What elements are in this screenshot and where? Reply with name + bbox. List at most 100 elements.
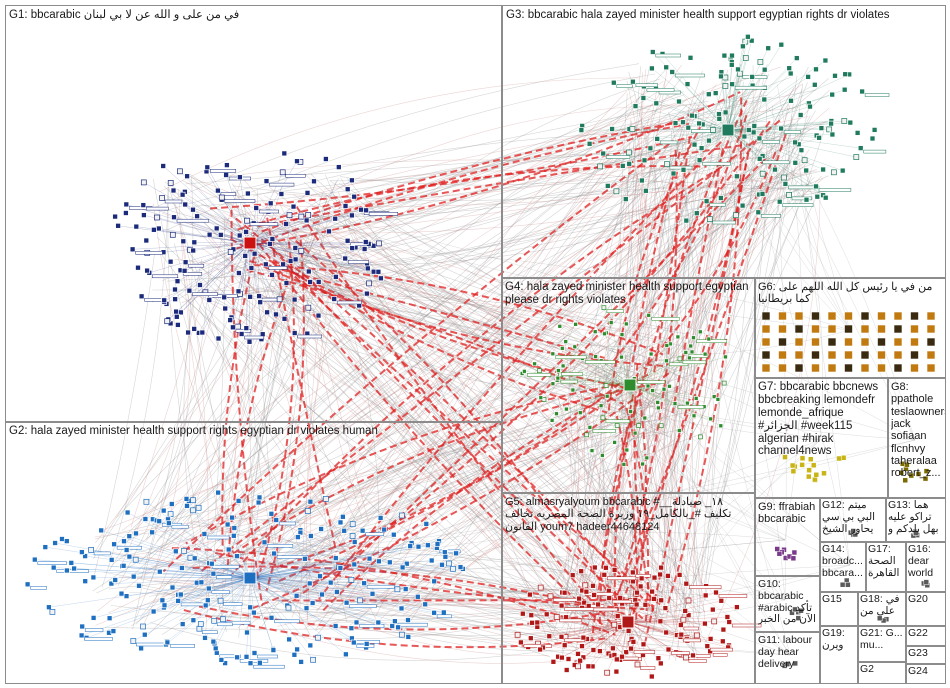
network-node[interactable] xyxy=(648,351,654,357)
network-node[interactable] xyxy=(632,103,639,109)
network-node[interactable] xyxy=(343,599,350,606)
network-node[interactable] xyxy=(658,597,665,604)
network-node[interactable] xyxy=(194,213,200,220)
network-node[interactable] xyxy=(632,430,638,436)
network-node[interactable] xyxy=(227,249,234,255)
network-node[interactable] xyxy=(709,606,716,613)
network-node[interactable] xyxy=(680,119,686,126)
network-node[interactable] xyxy=(323,496,329,502)
group-panel-g21[interactable] xyxy=(858,626,906,662)
network-node[interactable] xyxy=(923,468,930,474)
network-node[interactable] xyxy=(626,149,632,156)
network-node[interactable] xyxy=(537,584,544,591)
network-node[interactable] xyxy=(813,66,819,73)
network-node[interactable] xyxy=(790,555,797,562)
network-node[interactable] xyxy=(713,589,719,596)
network-node[interactable] xyxy=(304,190,311,196)
network-node[interactable] xyxy=(244,629,250,636)
network-node[interactable] xyxy=(658,423,664,429)
network-node[interactable] xyxy=(248,265,255,271)
network-node[interactable] xyxy=(351,561,358,568)
network-node[interactable] xyxy=(827,363,837,373)
network-node[interactable] xyxy=(446,560,452,567)
network-node[interactable] xyxy=(585,663,592,670)
network-node[interactable] xyxy=(111,541,117,548)
network-node[interactable] xyxy=(676,428,682,433)
network-node[interactable] xyxy=(514,631,521,638)
network-node[interactable] xyxy=(285,604,292,611)
network-node[interactable] xyxy=(577,410,583,416)
network-node[interactable] xyxy=(778,337,787,347)
network-node[interactable] xyxy=(222,660,228,666)
network-node[interactable] xyxy=(315,634,321,641)
network-node[interactable] xyxy=(649,588,655,595)
network-node[interactable] xyxy=(279,169,286,176)
network-node[interactable] xyxy=(572,344,578,350)
network-node[interactable] xyxy=(637,583,644,590)
network-node[interactable] xyxy=(722,109,729,116)
network-node[interactable] xyxy=(315,312,322,319)
network-node[interactable] xyxy=(286,636,292,643)
network-node[interactable] xyxy=(603,383,609,388)
network-node[interactable] xyxy=(844,324,853,334)
network-node[interactable] xyxy=(816,134,822,141)
network-node[interactable] xyxy=(64,567,70,574)
network-node[interactable] xyxy=(201,531,208,537)
network-node[interactable] xyxy=(788,97,794,104)
network-node[interactable] xyxy=(734,173,740,180)
network-node[interactable] xyxy=(755,209,762,216)
network-node[interactable] xyxy=(337,519,344,526)
network-node[interactable] xyxy=(431,609,437,616)
group-panel-g13[interactable] xyxy=(886,498,946,542)
network-node[interactable] xyxy=(877,363,886,373)
network-node[interactable] xyxy=(790,468,797,475)
network-node[interactable] xyxy=(144,267,150,274)
network-node[interactable] xyxy=(190,617,197,624)
network-node[interactable] xyxy=(361,580,367,587)
network-node[interactable] xyxy=(606,595,613,601)
network-node[interactable] xyxy=(527,635,534,642)
network-node[interactable] xyxy=(431,578,438,585)
network-node[interactable] xyxy=(910,350,919,360)
network-node[interactable] xyxy=(82,553,88,559)
network-node[interactable] xyxy=(724,614,731,620)
network-node[interactable] xyxy=(175,598,181,604)
network-node[interactable] xyxy=(696,120,702,127)
network-node[interactable] xyxy=(806,473,812,480)
network-node[interactable] xyxy=(556,368,561,373)
network-node[interactable] xyxy=(640,461,645,467)
network-node[interactable] xyxy=(172,548,179,555)
network-node[interactable] xyxy=(745,33,751,40)
network-node[interactable] xyxy=(860,337,870,347)
network-node[interactable] xyxy=(243,325,250,331)
network-node[interactable] xyxy=(778,350,787,360)
network-node[interactable] xyxy=(317,573,323,580)
network-node[interactable] xyxy=(829,91,836,98)
network-node[interactable] xyxy=(578,127,585,133)
network-node[interactable] xyxy=(247,604,254,611)
network-node[interactable] xyxy=(557,323,563,329)
network-node[interactable] xyxy=(191,326,198,332)
group-panel-g2b[interactable] xyxy=(858,662,906,684)
network-node[interactable] xyxy=(143,498,150,505)
network-node[interactable] xyxy=(210,638,217,645)
network-node[interactable] xyxy=(375,268,382,275)
network-node[interactable] xyxy=(349,533,356,539)
network-node[interactable] xyxy=(79,623,86,630)
network-node[interactable] xyxy=(915,471,922,477)
network-node[interactable] xyxy=(590,582,596,589)
network-node[interactable] xyxy=(651,596,657,602)
network-node[interactable] xyxy=(78,632,85,639)
network-node[interactable] xyxy=(332,555,339,561)
network-node[interactable] xyxy=(722,83,729,89)
network-node[interactable] xyxy=(179,191,186,198)
network-node[interactable] xyxy=(344,237,351,244)
group-panel-g18[interactable] xyxy=(858,592,906,626)
network-node[interactable] xyxy=(298,213,305,220)
network-node[interactable] xyxy=(235,288,242,295)
network-node[interactable] xyxy=(640,95,647,101)
network-node[interactable] xyxy=(610,79,617,86)
network-node[interactable] xyxy=(123,547,130,553)
network-node[interactable] xyxy=(190,247,197,254)
network-node[interactable] xyxy=(108,580,115,587)
